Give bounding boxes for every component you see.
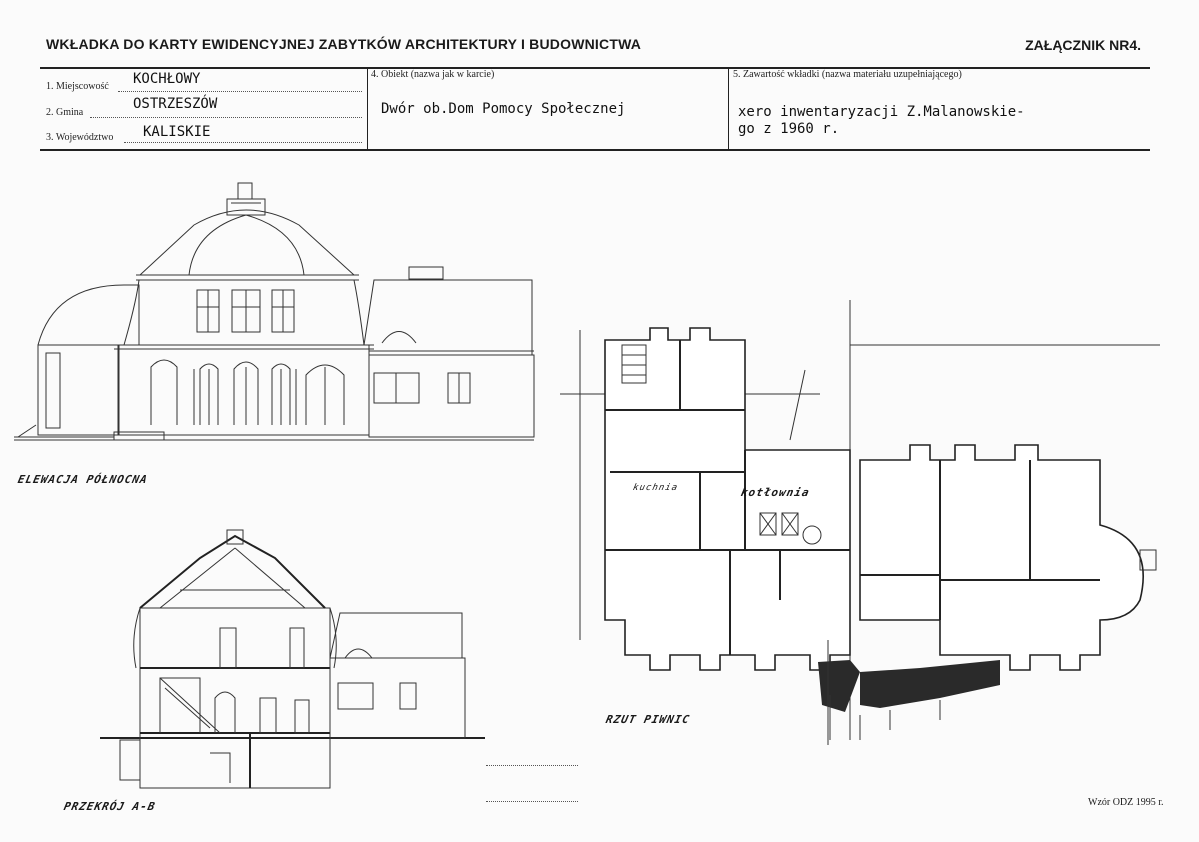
annex-number: ZAŁĄCZNIK NR4. bbox=[1025, 37, 1141, 53]
field5-label: 5. Zawartość wkładki (nazwa materiału uz… bbox=[733, 69, 962, 80]
form-bottom-rule bbox=[40, 149, 1150, 151]
field2-label: 2. Gmina bbox=[46, 107, 84, 118]
signature-line-2 bbox=[486, 801, 578, 802]
document-title: WKŁADKA DO KARTY EWIDENCYJNEJ ZABYTKÓW A… bbox=[46, 36, 642, 52]
north-elevation-drawing bbox=[14, 182, 535, 441]
field4-value: Dwór ob.Dom Pomocy Społecznej bbox=[381, 101, 626, 117]
field3-dotline bbox=[124, 142, 362, 143]
field5-value-line2: go z 1960 r. bbox=[738, 121, 840, 137]
elevation-caption: ELEWACJA PÓŁNOCNA bbox=[16, 473, 149, 486]
field1-value: KOCHŁOWY bbox=[133, 71, 201, 87]
field5-value-line1: xero inwentaryzacji Z.Malanowskie- bbox=[738, 104, 1025, 120]
field1-dotline bbox=[118, 91, 362, 92]
room-label-kuchnia: kuchnia bbox=[631, 483, 680, 493]
cellar-plan-drawing bbox=[560, 300, 1160, 745]
field2-dotline bbox=[90, 117, 362, 118]
section-ab-drawing bbox=[100, 529, 485, 789]
plan-caption: RZUT PIWNIC bbox=[604, 713, 692, 726]
form-divider-2 bbox=[728, 67, 729, 149]
field3-value: KALISKIE bbox=[143, 124, 211, 140]
form-model-note: Wzór ODZ 1995 r. bbox=[1088, 797, 1164, 808]
section-caption: PRZEKRÓJ A-B bbox=[62, 800, 157, 813]
field4-label: 4. Obiekt (nazwa jak w karcie) bbox=[371, 69, 495, 80]
field1-label: 1. Miejscowość bbox=[46, 81, 109, 92]
field3-label: 3. Województwo bbox=[46, 132, 114, 143]
room-label-kotlownia: kotłownia bbox=[739, 486, 811, 499]
form-divider-1 bbox=[367, 67, 368, 149]
field2-value: OSTRZESZÓW bbox=[133, 96, 218, 112]
form-top-rule bbox=[40, 67, 1150, 69]
signature-line-1 bbox=[486, 765, 578, 766]
